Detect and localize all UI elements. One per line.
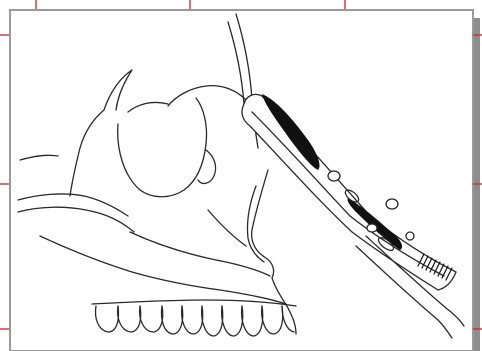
forceps-rivet-1 <box>328 171 340 181</box>
forceps-rivet-3 <box>367 224 377 232</box>
forceps-rivet-4 <box>406 232 414 240</box>
forceps-rivet-2 <box>386 199 398 209</box>
frame-panel <box>10 10 473 351</box>
